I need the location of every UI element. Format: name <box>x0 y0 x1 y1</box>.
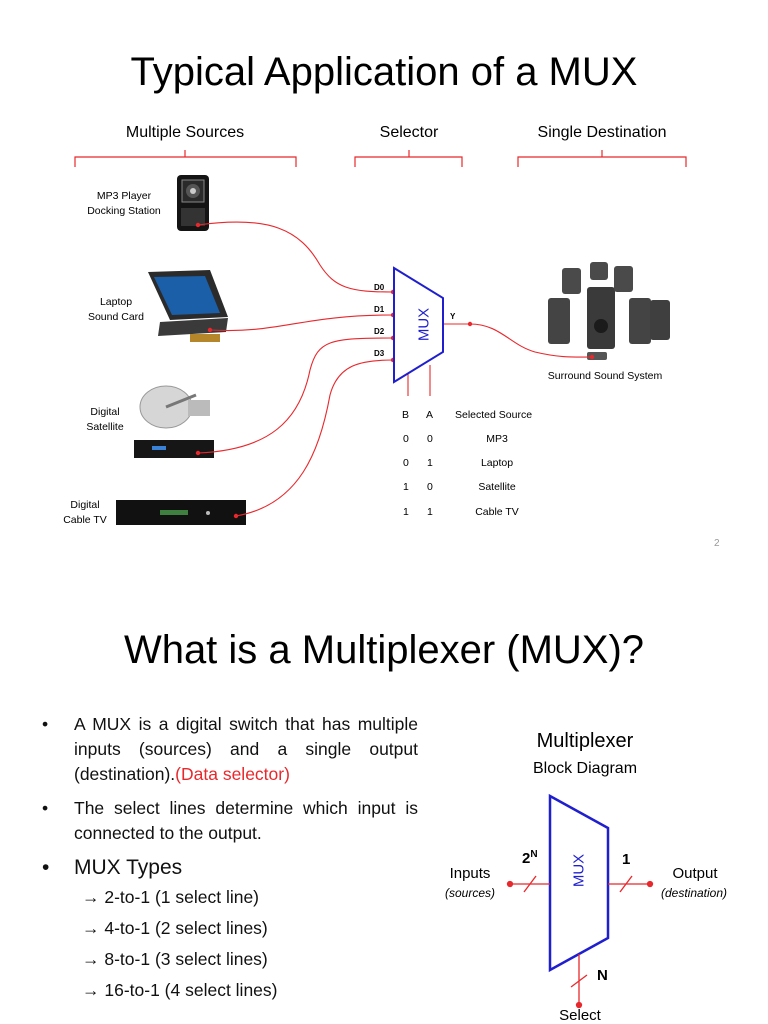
select-label: Select <box>559 1007 601 1024</box>
slide2-title: What is a Multiplexer (MUX)? <box>123 628 645 672</box>
table-cell: 0 <box>427 481 433 493</box>
cable-label: Digital Cable TV <box>52 498 118 528</box>
block-diagram-subtitle: Block Diagram <box>532 760 638 777</box>
input-bits-exponent: N <box>530 849 538 860</box>
input-d2-label: D2 <box>374 327 385 336</box>
inputs-label: Inputs <box>449 865 491 882</box>
cable-box-image <box>116 500 246 525</box>
block-diagram <box>506 793 654 1009</box>
inputs-sub-label: (sources) <box>444 886 495 900</box>
data-selector-highlight: (Data selector) <box>175 764 290 784</box>
signal-wires <box>197 221 593 517</box>
table-cell: 1 <box>403 481 409 493</box>
mp3-label-line1: MP3 Player <box>96 190 152 202</box>
mux-type-item: → 8-to-1 (3 select lines) <box>82 949 268 969</box>
bullet-item: • MUX Types <box>42 855 418 880</box>
surround-sound-image <box>548 262 670 360</box>
select-bits-label: N <box>597 967 608 984</box>
cable-label-line2: Cable TV <box>63 514 107 526</box>
mp3-label-line2: Docking Station <box>87 205 161 217</box>
brace-destination <box>517 150 687 167</box>
mp3-player-image <box>177 175 209 231</box>
header-multiple-sources: Multiple Sources <box>125 124 245 141</box>
bullet-item: • A MUX is a digital switch that has mul… <box>42 712 418 787</box>
table-cell: 1 <box>427 457 433 469</box>
table-header-b: B <box>402 409 410 421</box>
satellite-label-line2: Satellite <box>86 421 124 433</box>
output-label: Output <box>672 865 718 882</box>
brace-sources <box>74 150 297 167</box>
table-cell: 0 <box>403 457 409 469</box>
input-d3-label: D3 <box>374 349 385 358</box>
table-header-source: Selected Source <box>455 409 533 421</box>
laptop-label-line2: Sound Card <box>87 311 145 323</box>
slide1-title: Typical Application of a MUX <box>130 50 638 94</box>
mux-label: MUX <box>415 307 433 342</box>
output-sub-label: (destination) <box>660 886 728 900</box>
laptop-label: Laptop Sound Card <box>72 295 160 325</box>
table-cell: 0 <box>403 433 409 445</box>
satellite-label: Digital Satellite <box>70 405 140 435</box>
table-cell: 1 <box>427 506 433 518</box>
block-diagram-title: Multiplexer <box>536 730 634 752</box>
table-cell: MP3 <box>486 433 508 445</box>
mux-block-diagram <box>548 793 610 973</box>
satellite-dish-image <box>134 385 214 458</box>
bullet-text: A MUX is a digital switch that has multi… <box>74 714 418 784</box>
cable-label-line1: Digital <box>70 499 100 511</box>
satellite-label-line1: Digital <box>90 406 120 418</box>
bullet-item: • The select lines determine which input… <box>42 796 418 846</box>
page-number: 2 <box>714 538 720 549</box>
mux-type-item: → 2-to-1 (1 select line) <box>82 887 260 907</box>
application-diagram <box>74 150 687 525</box>
output-bits-label: 1 <box>622 851 631 868</box>
mux-type-item: → 16-to-1 (4 select lines) <box>82 980 278 1000</box>
table-cell: 1 <box>403 506 409 518</box>
table-cell: Laptop <box>480 457 514 469</box>
input-d1-label: D1 <box>374 305 385 314</box>
bullet-text: The select lines determine which input i… <box>74 798 418 843</box>
input-d0-label: D0 <box>374 283 385 292</box>
input-bits-label: 2N <box>522 849 538 867</box>
input-bits-base: 2 <box>522 850 531 867</box>
bullet-list: • A MUX is a digital switch that has mul… <box>42 712 418 1006</box>
brace-selector <box>354 150 463 167</box>
bullet-text: MUX Types <box>74 856 183 879</box>
block-mux-label: MUX <box>570 853 588 888</box>
mux-block <box>393 266 444 384</box>
mux-type-item: → 4-to-1 (2 select lines) <box>82 918 268 938</box>
surround-label: Surround Sound System <box>547 370 663 382</box>
table-cell: 0 <box>427 433 433 445</box>
mp3-label: MP3 Player Docking Station <box>78 189 170 219</box>
table-cell: Cable TV <box>475 506 519 518</box>
bullet-dot-icon: • <box>42 714 49 734</box>
bullet-dot-icon: • <box>42 798 49 818</box>
header-selector: Selector <box>379 124 439 141</box>
table-cell: Satellite <box>478 481 516 493</box>
laptop-label-line1: Laptop <box>99 296 133 308</box>
header-single-destination: Single Destination <box>537 124 667 141</box>
output-y-label: Y <box>450 312 456 321</box>
laptop-image <box>148 270 228 342</box>
table-header-a: A <box>426 409 434 421</box>
bullet-dot-icon: • <box>42 856 50 879</box>
